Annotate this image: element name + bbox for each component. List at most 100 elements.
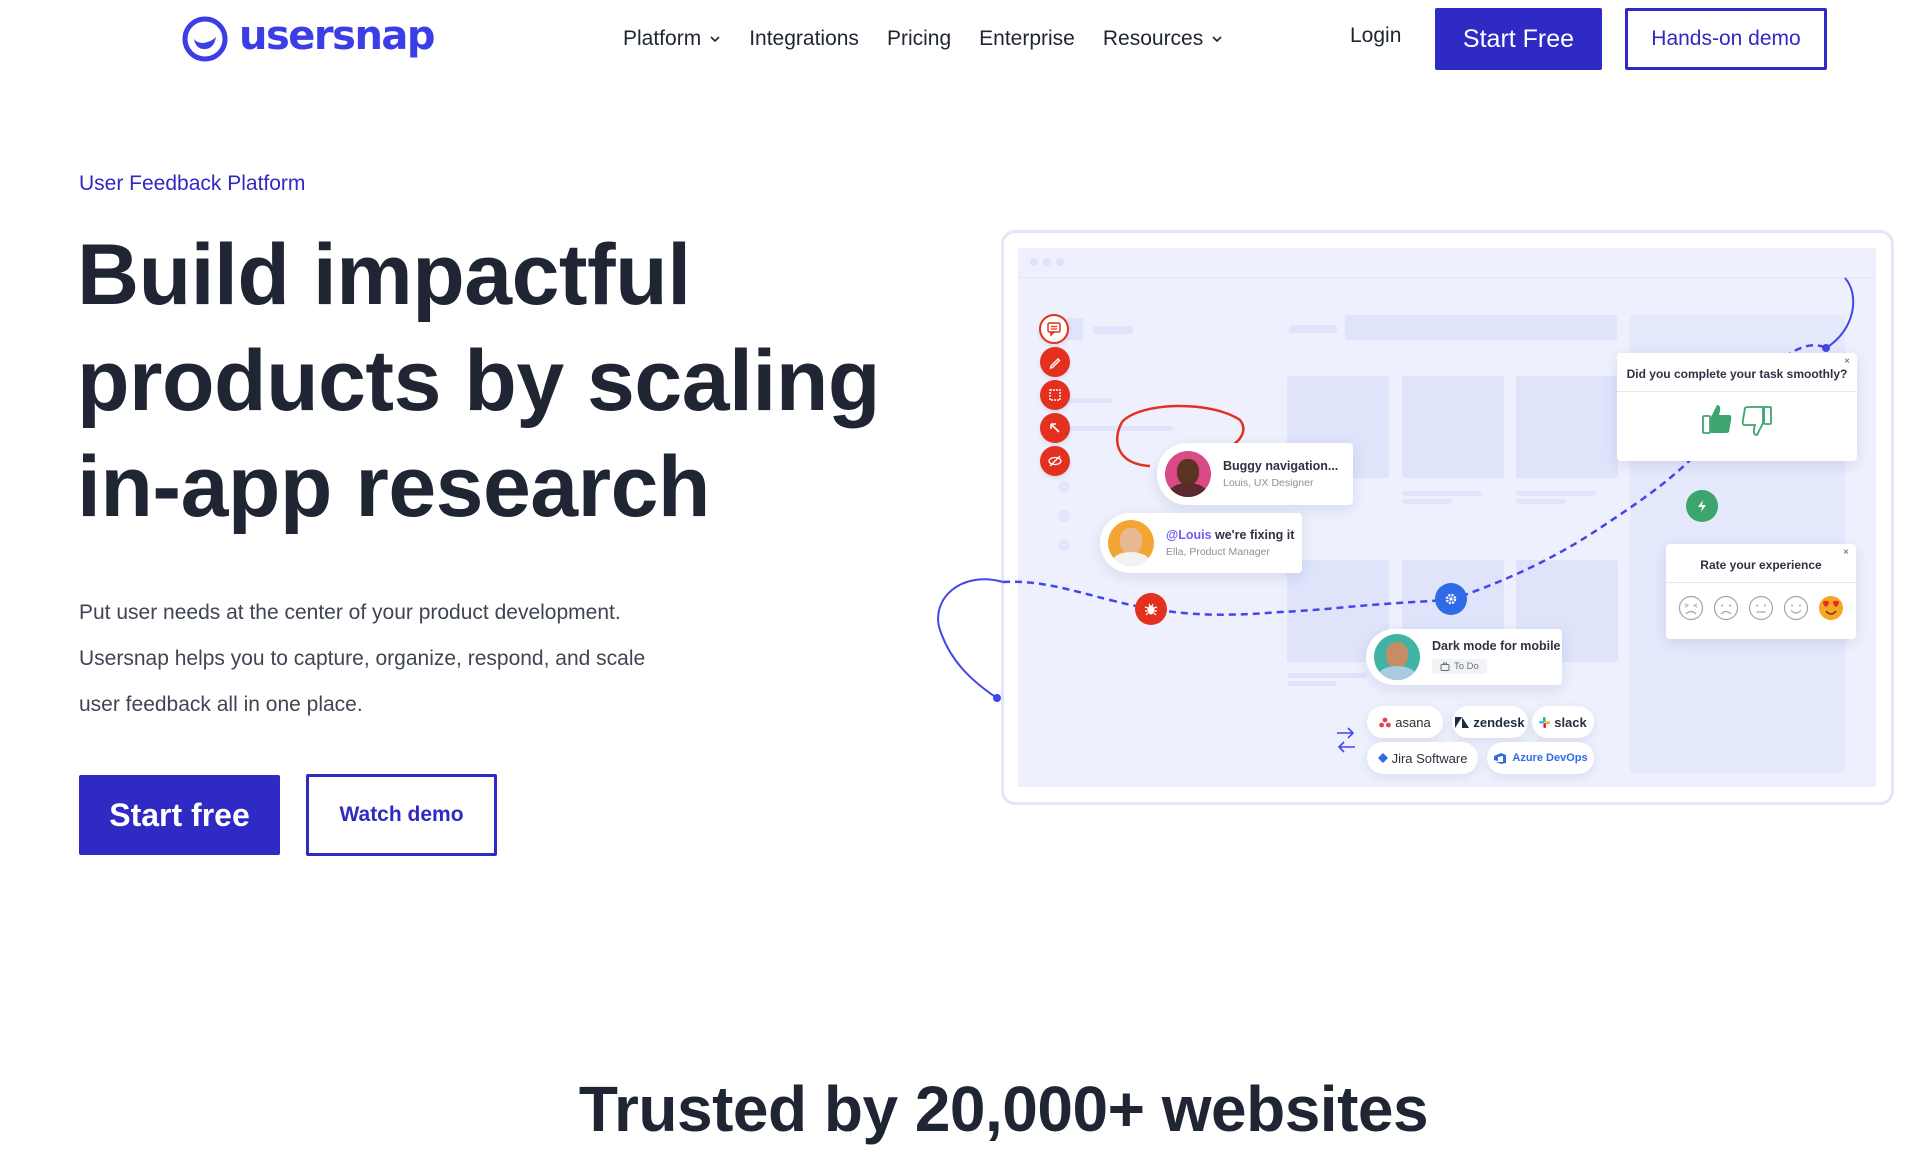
lightning-icon: [1698, 500, 1706, 512]
integration-azure-devops[interactable]: Azure DevOps: [1487, 742, 1594, 774]
skeleton-block: [1345, 315, 1617, 340]
avatar-louis: [1165, 451, 1211, 497]
hero-eyebrow: User Feedback Platform: [79, 172, 306, 195]
watch-demo-button[interactable]: Watch demo: [306, 774, 497, 856]
comment-tool-button[interactable]: [1039, 314, 1069, 344]
skeleton-dot: [1058, 481, 1070, 493]
crop-icon: [1049, 389, 1061, 401]
emoji-rating: [1666, 583, 1856, 633]
card-title: Dark mode for mobile: [1432, 638, 1561, 653]
briefcase-icon: [1440, 662, 1450, 671]
happy-face-icon[interactable]: [1783, 595, 1809, 621]
feedback-card-reply[interactable]: @Louis we're fixing it Ella, Product Man…: [1100, 513, 1302, 573]
chevron-down-icon: [1212, 36, 1222, 43]
neutral-face-icon[interactable]: [1748, 595, 1774, 621]
nav-pricing-label: Pricing: [886, 27, 952, 50]
window-dots: [1030, 258, 1064, 266]
main-menu: Platform Integrations Pricing Enterprise…: [623, 24, 1251, 54]
survey-rating-widget: × Rate your experience: [1666, 544, 1856, 639]
nav-enterprise-label: Enterprise: [979, 27, 1075, 50]
nav-integrations-label: Integrations: [749, 27, 859, 50]
status-badge: To Do: [1432, 658, 1487, 674]
settings-node: [1435, 583, 1467, 615]
zendesk-icon: [1455, 716, 1470, 728]
draw-tool-button[interactable]: [1040, 347, 1070, 377]
card-title: Buggy navigation...: [1223, 459, 1339, 473]
skeleton-line: [1287, 681, 1337, 686]
skeleton-line: [1063, 398, 1113, 403]
integration-label: Jira Software: [1391, 750, 1468, 766]
start-free-nav-button[interactable]: Start Free: [1435, 8, 1602, 70]
top-navigation: usersnap Platform Integrations Pricing E…: [0, 0, 1920, 78]
skeleton-line: [1516, 491, 1596, 496]
login-link[interactable]: Login: [1350, 24, 1402, 47]
nav-resources[interactable]: Resources: [1103, 27, 1223, 51]
pencil-icon: [1049, 358, 1061, 369]
skeleton-line: [1287, 673, 1367, 678]
skeleton-line: [1289, 325, 1337, 333]
integration-jira[interactable]: Jira Software: [1367, 742, 1478, 774]
nav-resources-label: Resources: [1102, 27, 1204, 50]
gear-icon: [1445, 593, 1457, 605]
bug-node: [1135, 593, 1167, 625]
hero-headline: Build impactful products by scaling in-a…: [77, 222, 977, 540]
very-unhappy-face-icon[interactable]: [1678, 595, 1704, 621]
nav-enterprise[interactable]: Enterprise: [979, 27, 1075, 51]
integration-label: asana: [1395, 714, 1431, 730]
app-mockup-titlebar: [1018, 248, 1876, 278]
asana-icon: [1379, 717, 1392, 727]
unhappy-face-icon[interactable]: [1713, 595, 1739, 621]
hide-tool-button[interactable]: [1040, 446, 1070, 476]
nav-pricing[interactable]: Pricing: [887, 27, 951, 51]
logo-wordmark: usersnap: [239, 13, 436, 59]
integration-slack[interactable]: slack: [1532, 706, 1594, 738]
nav-integrations[interactable]: Integrations: [749, 27, 859, 51]
nav-platform-label: Platform: [623, 27, 702, 50]
survey-question: Did you complete your task smoothly?: [1617, 353, 1857, 392]
card-author: Louis, UX Designer: [1223, 477, 1314, 489]
headline-line-1: Build impactful: [77, 227, 691, 323]
hero-description: Put user needs at the center of your pro…: [79, 590, 779, 728]
annotation-scribble: [1116, 404, 1245, 468]
arrow-tool-button[interactable]: [1040, 413, 1070, 443]
feedback-card-buggy[interactable]: Buggy navigation... Louis, UX Designer: [1157, 443, 1353, 505]
description-line-1: Put user needs at the center of your pro…: [79, 601, 621, 624]
description-line-2: Usersnap helps you to capture, organize,…: [79, 647, 646, 670]
skeleton-line: [1402, 499, 1452, 504]
integration-label: zendesk: [1473, 714, 1525, 730]
mention-tag[interactable]: @Louis: [1166, 528, 1212, 542]
hide-icon: [1048, 455, 1062, 467]
skeleton-line: [1402, 491, 1482, 496]
headline-line-2: products by scaling: [77, 333, 880, 429]
avatar-ella: [1108, 520, 1154, 566]
thumbs-down-icon[interactable]: [1739, 402, 1773, 438]
skeleton-dot: [1058, 510, 1070, 522]
jira-icon: [1377, 753, 1388, 763]
trusted-heading: Trusted by 20,000+ websites: [578, 1073, 1429, 1145]
automation-node: [1686, 490, 1718, 522]
thumbs-up-icon[interactable]: [1701, 402, 1735, 438]
slack-icon: [1539, 716, 1551, 728]
integration-zendesk[interactable]: zendesk: [1452, 706, 1528, 738]
comment-icon: [1047, 322, 1061, 337]
start-free-button[interactable]: Start free: [79, 775, 280, 855]
close-icon[interactable]: ×: [1844, 356, 1850, 367]
skeleton-tile: [1402, 376, 1504, 478]
integration-asana[interactable]: asana: [1367, 706, 1443, 738]
skeleton-line: [1093, 326, 1133, 334]
survey-question: Rate your experience: [1666, 544, 1856, 583]
thumbs-rating: [1617, 392, 1857, 448]
usersnap-logo[interactable]: usersnap: [181, 13, 436, 64]
skeleton-line: [1516, 499, 1566, 504]
feedback-card-darkmode[interactable]: Dark mode for mobile To Do: [1366, 629, 1562, 685]
card-author: Ella, Product Manager: [1166, 546, 1270, 558]
arrow-icon: [1050, 423, 1060, 433]
close-icon[interactable]: ×: [1843, 547, 1849, 558]
nav-platform[interactable]: Platform: [623, 27, 721, 51]
hands-on-demo-button[interactable]: Hands-on demo: [1625, 8, 1827, 70]
sync-arrows-icon: [1337, 727, 1355, 753]
crop-tool-button[interactable]: [1040, 380, 1070, 410]
usersnap-logo-icon: [182, 16, 228, 62]
love-face-icon[interactable]: [1818, 595, 1844, 621]
integration-label: Azure DevOps: [1512, 752, 1588, 764]
